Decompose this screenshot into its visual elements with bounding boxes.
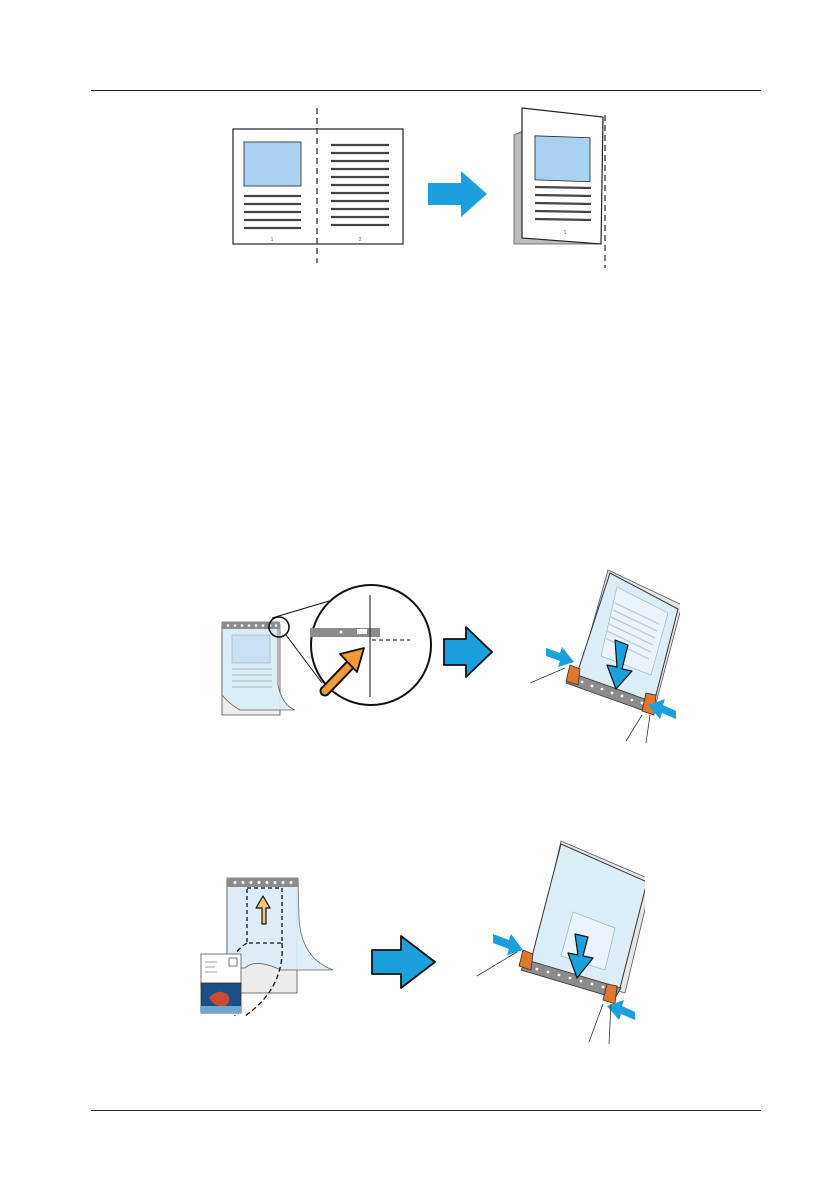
footer-rule: [91, 1110, 761, 1111]
zoomed-notch: [357, 629, 367, 634]
postcard: [201, 954, 241, 986]
carrier-sheet: [227, 878, 333, 970]
right-arrow-icon: [372, 936, 435, 988]
right-page-number: 2: [359, 237, 362, 243]
left-page-number: 1: [271, 237, 274, 243]
zoomed-hole: [340, 631, 343, 634]
carrier-sheet-figure: [210, 565, 680, 750]
photo-carrier-figure: [195, 838, 645, 1050]
left-paper-guide: [519, 950, 533, 970]
carrier-header-strip: [227, 878, 298, 887]
header-rule: [91, 90, 761, 91]
right-arrow-icon: [444, 627, 492, 677]
right-arrow-icon: [428, 171, 487, 217]
picture-block: [244, 142, 301, 186]
callout-line-right-2: [646, 715, 650, 743]
callout-line-right-2: [609, 1004, 611, 1044]
result-page-number: 1: [564, 230, 567, 236]
left-paper-guide: [566, 665, 580, 685]
document-picture: [232, 635, 270, 663]
left-guide-arrow-icon: [546, 647, 574, 667]
callout-line-left: [530, 668, 565, 683]
result-picture-block: [535, 136, 590, 182]
photo-water: [201, 1006, 241, 1013]
split-page-figure: 1 2 1: [225, 105, 625, 270]
left-guide-arrow-icon: [493, 934, 523, 955]
callout-line-left: [477, 952, 517, 976]
callout-line-right-1: [589, 1004, 603, 1042]
callout-line-right-1: [626, 715, 642, 741]
